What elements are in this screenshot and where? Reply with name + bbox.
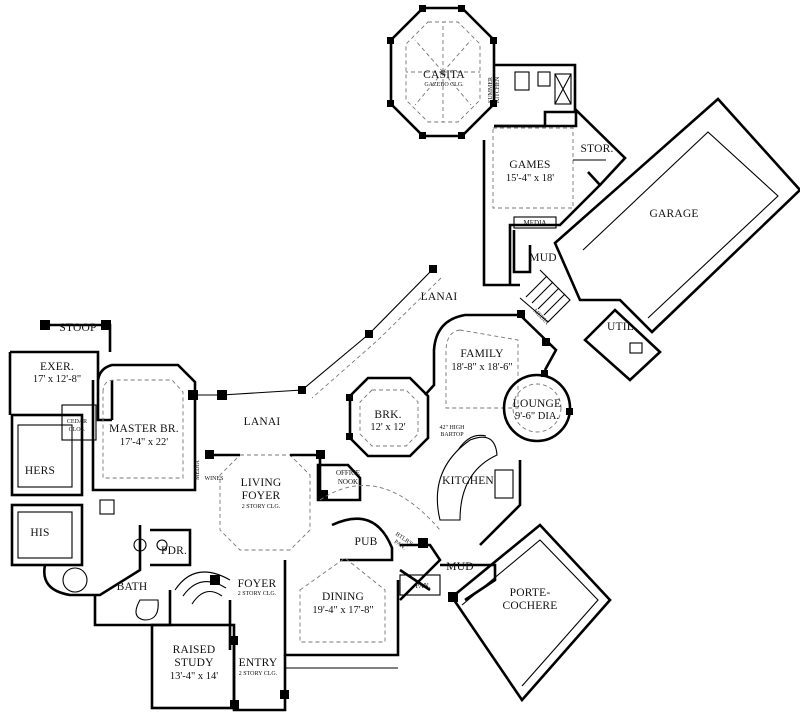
room-foyer: FOYER 2 STORY CLG. — [238, 578, 277, 597]
room-name-line-1: OFFICE — [336, 469, 360, 477]
room-bath: BATH — [117, 581, 148, 593]
room-games: GAMES 15'-4" x 18' — [506, 159, 554, 184]
room-name: BRK. — [374, 409, 401, 421]
room-bartop: 42" HIGH BARTOP — [440, 425, 466, 438]
room-mud-lower: MUD — [446, 561, 473, 573]
room-util: UTIL. — [607, 321, 637, 333]
room-dimensions: 19'-4" x 17'-8" — [312, 605, 373, 616]
room-stor: STOR. — [580, 143, 613, 155]
room-name-line-2: COCHERE — [502, 600, 557, 612]
room-name-line-2: STUDY — [174, 657, 214, 669]
room-dimensions: 17'-4" x 22' — [120, 437, 168, 448]
room-casita: CASITA GAZEBO CLG. — [423, 69, 465, 88]
room-entry: ENTRY 2 STORY CLG. — [239, 657, 278, 677]
room-note-line-1: 42" HIGH — [440, 425, 466, 431]
room-dimensions: 12' x 12' — [370, 422, 405, 433]
room-note: GAZEBO CLG. — [424, 82, 464, 88]
room-kitchen: KITCHEN — [442, 475, 494, 487]
room-note: 2 STORY CLG. — [238, 591, 277, 597]
room-pub: PUB — [355, 536, 378, 548]
room-pdr: PDR. — [161, 545, 187, 557]
room-brk: BRK. 12' x 12' — [370, 409, 405, 433]
room-garage: GARAGE — [649, 208, 698, 220]
room-name-line-1: SUMMER — [488, 77, 494, 103]
room-stoop: STOOP — [59, 322, 96, 334]
room-name-line-2: NOOK — [338, 478, 358, 486]
room-porte-cochere: PORTE- COCHERE — [502, 587, 557, 612]
room-labels: CASITA GAZEBO CLG. SUMMER KITCHEN GAMES … — [25, 69, 698, 682]
room-name-line-2: FOYER — [242, 490, 281, 502]
room-dining: DINING 19'-4" x 17'-8" — [312, 591, 373, 616]
room-his: HIS — [30, 527, 49, 539]
room-dimensions: 13'-4" x 14' — [170, 671, 218, 682]
room-note: 2 STORY CLG. — [242, 504, 281, 510]
room-wines: WINES — [205, 476, 224, 482]
room-name: FAMILY — [460, 348, 504, 360]
room-hers: HERS — [25, 465, 55, 477]
room-lanai-lower: LANAI — [244, 416, 281, 428]
room-name: LOUNGE — [513, 398, 561, 410]
room-dimensions: 17' x 12'-8" — [33, 374, 81, 385]
room-study: RAISED STUDY 13'-4" x 14' — [170, 644, 218, 682]
room-name-line-1: PORTE- — [510, 587, 551, 599]
room-name-line-1: CEDAR — [67, 419, 87, 425]
room-living-foyer: LIVING FOYER 2 STORY CLG. — [241, 477, 282, 510]
room-name-line-2: KITCHEN — [495, 76, 501, 103]
room-family: FAMILY 18'-8" x 18'-6" — [451, 348, 512, 373]
room-btlrs-pan: BTLR'S PAN. — [393, 531, 414, 551]
room-mud-upper: MUD — [529, 252, 556, 264]
room-office-nook: OFFICE NOOK — [336, 469, 360, 486]
room-name: EXER. — [40, 361, 74, 373]
room-exer: EXER. 17' x 12'-8" — [33, 361, 81, 385]
room-media-master: MEDIA — [195, 460, 201, 480]
room-lounge: LOUNGE 9'-6" DIA. — [513, 398, 561, 422]
room-name: DINING — [322, 591, 364, 603]
room-name: ENTRY — [239, 657, 278, 669]
room-dimensions: 18'-8" x 18'-6" — [451, 362, 512, 373]
room-name: GAMES — [509, 159, 550, 171]
room-master: MASTER BR. 17'-4" x 22' — [109, 423, 179, 448]
room-name-line-1: RAISED — [173, 644, 216, 656]
room-cedar: CEDAR CLOS. — [67, 419, 87, 433]
room-dimensions: 15'-4" x 18' — [506, 173, 554, 184]
floor-plan-walls — [8, 5, 800, 712]
room-lanai-upper: LANAI — [421, 291, 458, 303]
room-name-line-1: LIVING — [241, 477, 282, 489]
room-name: MASTER BR. — [109, 423, 179, 435]
room-note: 2 STORY CLG. — [239, 671, 278, 677]
room-media-upper: MEDIA — [524, 219, 547, 227]
room-name: CASITA — [423, 69, 465, 81]
room-note-line-2: BARTOP — [440, 432, 464, 438]
room-summer-kitchen: SUMMER KITCHEN — [488, 76, 501, 103]
room-name: FOYER — [238, 578, 277, 590]
room-name-line-2: CLOS. — [69, 427, 86, 433]
room-pan: PAN. — [415, 582, 430, 590]
room-dimensions: 9'-6" DIA. — [515, 411, 559, 422]
